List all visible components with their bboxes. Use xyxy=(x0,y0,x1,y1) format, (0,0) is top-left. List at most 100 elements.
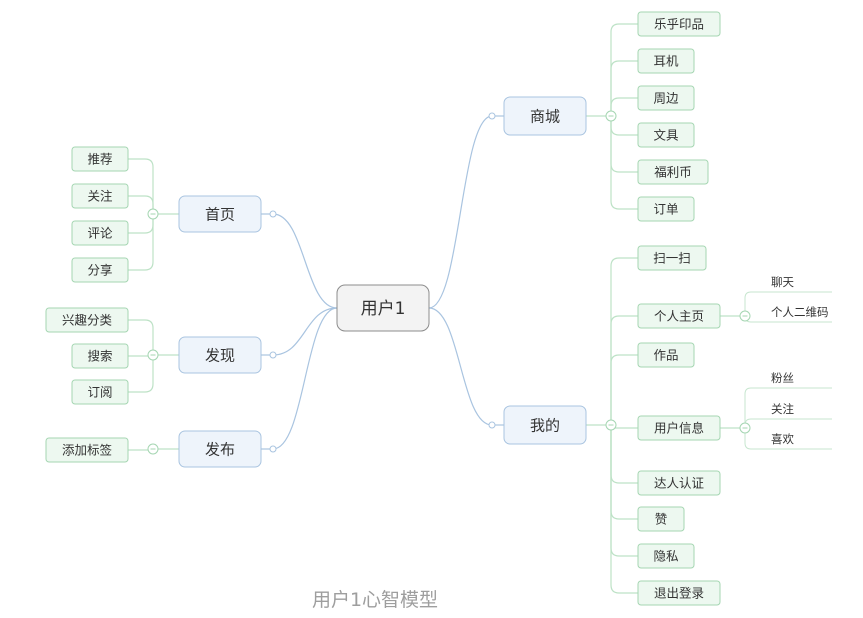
leaf-line xyxy=(744,418,832,428)
sub-branch-line xyxy=(610,116,638,173)
sub-node-right-1-1-label: 个人主页 xyxy=(654,309,704,324)
sub-node-right-1-5-label: 赞 xyxy=(655,512,668,527)
central-node-box xyxy=(336,284,430,332)
sub-node-right-1-3-label: 用户信息 xyxy=(654,421,704,436)
sub-branch-line xyxy=(128,355,154,393)
sub-branch-line xyxy=(610,257,638,425)
sub-node-right-0-3-label: 文具 xyxy=(653,128,679,143)
sub-node-left-2-0-label: 添加标签 xyxy=(62,443,113,458)
leaf-node-1-3-1[interactable]: 关注 xyxy=(771,402,794,416)
sub-node-right-1-4-label: 达人认证 xyxy=(654,476,705,491)
leaf-line xyxy=(744,428,832,450)
sub-node-right-0-0-box xyxy=(637,11,721,37)
sub-node-right-1-2-box xyxy=(637,342,695,368)
main-node-left-1-label: 发现 xyxy=(205,347,235,365)
main-node-left-0[interactable]: 首页 xyxy=(178,195,262,233)
sub-node-right-0-0[interactable]: 乐乎印品 xyxy=(637,11,721,37)
sub-node-left-0-3-box xyxy=(71,257,129,283)
sub-node-left-0-1[interactable]: 关注 xyxy=(71,183,129,209)
sub-branch-line xyxy=(610,425,638,557)
sub-branch-line xyxy=(128,319,154,355)
sub-node-right-1-4[interactable]: 达人认证 xyxy=(637,470,721,496)
collapse-toggle[interactable] xyxy=(739,422,751,434)
main-branch-line xyxy=(428,115,493,309)
main-node-left-2[interactable]: 发布 xyxy=(178,430,262,468)
sub-node-left-1-2[interactable]: 订阅 xyxy=(71,379,129,405)
main-node-left-2-box xyxy=(178,430,262,468)
collapse-toggle[interactable] xyxy=(147,349,159,361)
leaf-node-1-1-0[interactable]: 聊天 xyxy=(771,275,794,289)
sub-node-left-1-2-label: 订阅 xyxy=(87,385,112,400)
sub-node-left-1-1-box xyxy=(71,343,129,369)
main-branch-line xyxy=(428,307,493,426)
sub-node-left-0-0[interactable]: 推荐 xyxy=(71,146,129,172)
sub-node-right-1-4-box xyxy=(637,470,721,496)
sub-node-right-0-2[interactable]: 周边 xyxy=(637,85,695,111)
sub-branch-line xyxy=(610,425,638,520)
sub-node-right-0-5[interactable]: 订单 xyxy=(637,196,695,222)
sub-node-left-1-0-box xyxy=(45,307,129,333)
sub-node-left-0-1-box xyxy=(71,183,129,209)
branch-anchor-dot[interactable] xyxy=(269,445,277,453)
sub-branch-line xyxy=(610,116,638,210)
sub-branch-line xyxy=(610,60,638,116)
sub-node-left-0-2[interactable]: 评论 xyxy=(71,220,129,246)
central-node[interactable]: 用户1 xyxy=(336,284,430,332)
sub-node-left-2-0[interactable]: 添加标签 xyxy=(45,437,129,463)
sub-node-left-1-1[interactable]: 搜索 xyxy=(71,343,129,369)
leaf-node-1-1-1[interactable]: 个人二维码 xyxy=(771,305,829,319)
sub-node-right-0-3-box xyxy=(637,122,695,148)
sub-node-right-1-6-box xyxy=(637,543,695,569)
sub-node-right-0-2-box xyxy=(637,85,695,111)
sub-node-right-0-1[interactable]: 耳机 xyxy=(637,48,695,74)
sub-node-right-1-6[interactable]: 隐私 xyxy=(637,543,695,569)
main-node-left-0-box xyxy=(178,195,262,233)
collapse-toggle[interactable] xyxy=(739,310,751,322)
sub-node-right-1-1[interactable]: 个人主页 xyxy=(637,303,721,329)
main-branch-line xyxy=(272,307,338,356)
branch-anchor-dot[interactable] xyxy=(488,421,496,429)
sub-node-right-0-1-box xyxy=(637,48,695,74)
main-node-left-1-box xyxy=(178,336,262,374)
leaf-node-1-3-0[interactable]: 粉丝 xyxy=(771,371,794,385)
leaf-node-1-3-2[interactable]: 喜欢 xyxy=(771,432,794,446)
sub-node-left-2-0-box xyxy=(45,437,129,463)
sub-node-left-0-0-box xyxy=(71,146,129,172)
sub-node-left-1-0-label: 兴趣分类 xyxy=(62,313,113,328)
sub-node-right-0-4-box xyxy=(637,159,709,185)
main-node-right-0-label: 商城 xyxy=(530,108,560,126)
sub-node-right-1-3[interactable]: 用户信息 xyxy=(637,415,721,441)
sub-node-right-0-4[interactable]: 福利币 xyxy=(637,159,709,185)
main-branch-line xyxy=(272,307,338,450)
sub-node-right-1-0[interactable]: 扫一扫 xyxy=(637,245,707,271)
sub-node-right-1-0-label: 扫一扫 xyxy=(653,251,691,266)
sub-node-left-0-3[interactable]: 分享 xyxy=(71,257,129,283)
collapse-toggle[interactable] xyxy=(147,208,159,220)
main-node-left-1[interactable]: 发现 xyxy=(178,336,262,374)
branch-anchor-dot[interactable] xyxy=(488,112,496,120)
sub-branch-line xyxy=(128,158,154,214)
main-node-right-1-box xyxy=(503,405,587,445)
sub-branch-line xyxy=(610,23,638,116)
connector-lines xyxy=(128,23,832,594)
leaf-line xyxy=(744,387,832,428)
sub-node-right-1-5[interactable]: 赞 xyxy=(637,506,685,532)
sub-node-right-0-0-label: 乐乎印品 xyxy=(654,17,704,32)
branch-anchor-dot[interactable] xyxy=(269,210,277,218)
sub-node-left-1-1-label: 搜索 xyxy=(87,349,112,364)
main-node-left-0-label: 首页 xyxy=(205,206,235,224)
sub-node-right-0-1-label: 耳机 xyxy=(653,54,679,69)
sub-node-right-1-5-box xyxy=(637,506,685,532)
sub-node-right-0-3[interactable]: 文具 xyxy=(637,122,695,148)
collapse-toggle[interactable] xyxy=(605,419,617,431)
branch-anchor-dot[interactable] xyxy=(269,351,277,359)
sub-node-right-1-2-label: 作品 xyxy=(653,348,678,363)
collapse-toggle[interactable] xyxy=(605,110,617,122)
collapse-toggle[interactable] xyxy=(147,443,159,455)
sub-node-right-1-7[interactable]: 退出登录 xyxy=(637,580,721,606)
sub-node-right-1-2[interactable]: 作品 xyxy=(637,342,695,368)
main-branch-line xyxy=(272,213,338,309)
sub-node-left-1-0[interactable]: 兴趣分类 xyxy=(45,307,129,333)
main-node-right-0[interactable]: 商城 xyxy=(503,96,587,136)
main-node-right-1[interactable]: 我的 xyxy=(503,405,587,445)
